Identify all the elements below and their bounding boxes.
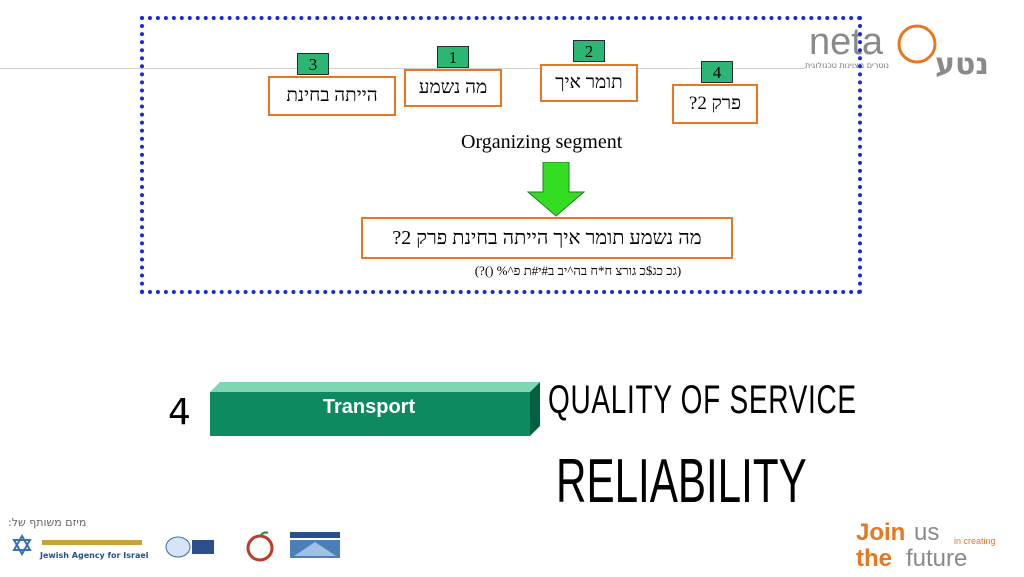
layer-number: 4 [168,392,191,433]
future-word: future [906,545,967,572]
word-number-2: 2 [573,40,605,62]
word-box-1: מה נשמע [404,69,502,107]
join-us-logo: Join us in creating the future [842,516,1017,572]
neta-logo: neta נטע נוטרים מצוינות טכנולוגית [805,18,1015,82]
jewish-agency-label: Jewish Agency for Israel [39,551,149,560]
down-arrow-icon [526,161,586,218]
neta-tagline: נוטרים מצוינות טכנולוגית [805,61,889,70]
word-box-3: הייתה בחינת [268,76,396,116]
assembled-sentence: מה נשמע תומר איך הייתה בחינת פרק 2? [361,217,733,259]
neta-hebrew-wordmark: נטע [935,47,989,78]
encoded-sentence: (גכ כג$כ גורצ ח*ח בה^יב ב#י#ת פ^% ()?) [474,263,682,278]
neta-wordmark: neta [809,21,884,63]
word-number-4: 4 [701,61,733,83]
in-creating-word: in creating [954,536,996,546]
partner-logo-apple-icon [244,530,276,562]
partner-logo-cisco [290,532,340,560]
partner-logo-globe [164,534,216,560]
join-word: Join [856,519,905,546]
word-box-2: תומר איך [540,64,638,102]
partners-label: מיזם משותף של: [8,516,87,529]
qos-title: QUALITY OF SERVICE [548,378,857,422]
word-number-3: 3 [297,53,329,75]
us-word: us [914,519,939,546]
transport-layer-bar [210,382,540,436]
the-word: the [856,545,892,572]
jewish-agency-logo: Jewish Agency for Israel [10,533,150,562]
word-box-4: פרק 2? [672,84,758,124]
organizing-caption: Organizing segment [461,131,623,153]
word-number-1: 1 [437,46,469,68]
segment-frame [140,16,862,294]
reliability-title: RELIABILITY [556,447,807,516]
header-divider [0,68,805,69]
transport-layer-label: Transport [322,396,416,418]
